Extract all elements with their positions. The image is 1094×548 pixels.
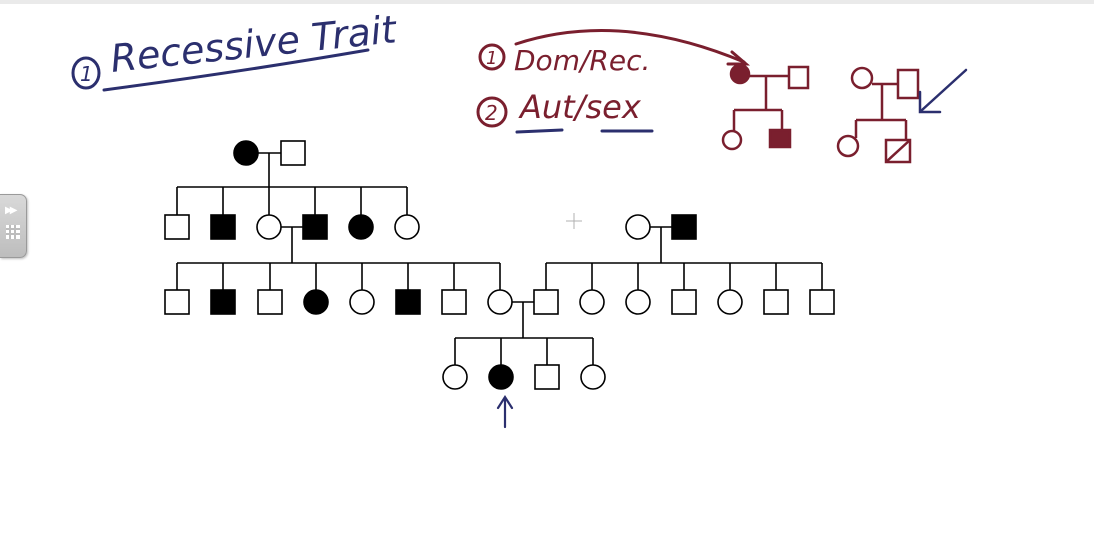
double-chevron-right-icon: ▶▶ <box>5 205 18 216</box>
gen3-affected-male-1 <box>210 289 236 315</box>
gen3-affected-female-1 <box>303 289 329 315</box>
gen3-unaffected-male-3 <box>441 289 467 315</box>
mini-affected-son <box>768 128 792 149</box>
gen3-unaffected-female-5 <box>717 289 743 315</box>
cursor-crosshair-icon <box>566 213 582 229</box>
main-pedigree <box>164 140 835 390</box>
gen3-unaffected-female-2 <box>487 289 513 315</box>
item2-number-circle <box>476 96 508 128</box>
gen3-unaffected-male-7 <box>809 289 835 315</box>
mini-male-2 <box>896 68 920 100</box>
item2-underline-aut <box>515 128 564 134</box>
gen4-unaffected-female-2 <box>580 364 606 390</box>
mini-daughter-2 <box>836 134 860 158</box>
item1-number: 1 <box>486 48 497 69</box>
gen3-unaffected-male-2 <box>257 289 283 315</box>
gen2-unaffected-female-2 <box>394 214 420 240</box>
side-panel-tab[interactable]: ▶▶ <box>0 194 27 258</box>
gen4-unaffected-female-1 <box>442 364 468 390</box>
item1-text: Dom/Rec. <box>514 44 650 77</box>
gen2-unaffected-female-1 <box>256 214 282 240</box>
mini-pedigree-2 <box>836 66 920 164</box>
pointer-arrow <box>918 68 968 114</box>
gen2-unaffected-female-3 <box>625 214 651 240</box>
title-number: 1 <box>80 62 93 86</box>
grid-icon <box>6 225 20 239</box>
gen2-affected-male-2 <box>302 214 328 240</box>
gen3-unaffected-male-5 <box>671 289 697 315</box>
gen4-unaffected-male-1 <box>534 364 560 390</box>
gen2-affected-male-1 <box>210 214 236 240</box>
criteria-annotation: 1 Dom/Rec. 2 Aut/sex <box>476 29 751 134</box>
gen2-unaffected-male-1 <box>164 214 190 240</box>
mini-pedigree-1 <box>721 63 810 151</box>
mini-female-2 <box>850 66 874 90</box>
gen3-unaffected-female-3 <box>579 289 605 315</box>
gen2-affected-female-1 <box>348 214 374 240</box>
title-annotation: 1 Recessive Trait <box>71 7 400 92</box>
mini-unaffected-male <box>787 65 810 90</box>
gen2-affected-male-3 <box>671 214 697 240</box>
item2-text: Aut/sex <box>518 88 642 126</box>
top-border <box>0 0 1094 4</box>
arrow-up-icon <box>496 394 514 429</box>
gen1-unaffected-male <box>280 140 306 166</box>
gen4-proband-affected-female <box>488 364 514 390</box>
gen1-affected-female <box>233 140 259 166</box>
gen3-unaffected-male-4 <box>533 289 559 315</box>
gen3-unaffected-female-1 <box>349 289 375 315</box>
title-underline <box>102 48 370 92</box>
gen3-unaffected-male-1 <box>164 289 190 315</box>
title-number-circle <box>71 56 101 90</box>
item1-number-circle <box>478 43 506 71</box>
item2-number: 2 <box>485 101 498 125</box>
curved-arrow-head <box>726 50 751 66</box>
curved-arrow <box>514 29 746 64</box>
mini-affected-female <box>729 63 751 85</box>
mini-unaffected-daughter <box>721 129 743 151</box>
mini-son-2 <box>884 138 912 164</box>
gen3-unaffected-male-6 <box>763 289 789 315</box>
gen3-unaffected-female-4 <box>625 289 651 315</box>
gen3-affected-male-2 <box>395 289 421 315</box>
